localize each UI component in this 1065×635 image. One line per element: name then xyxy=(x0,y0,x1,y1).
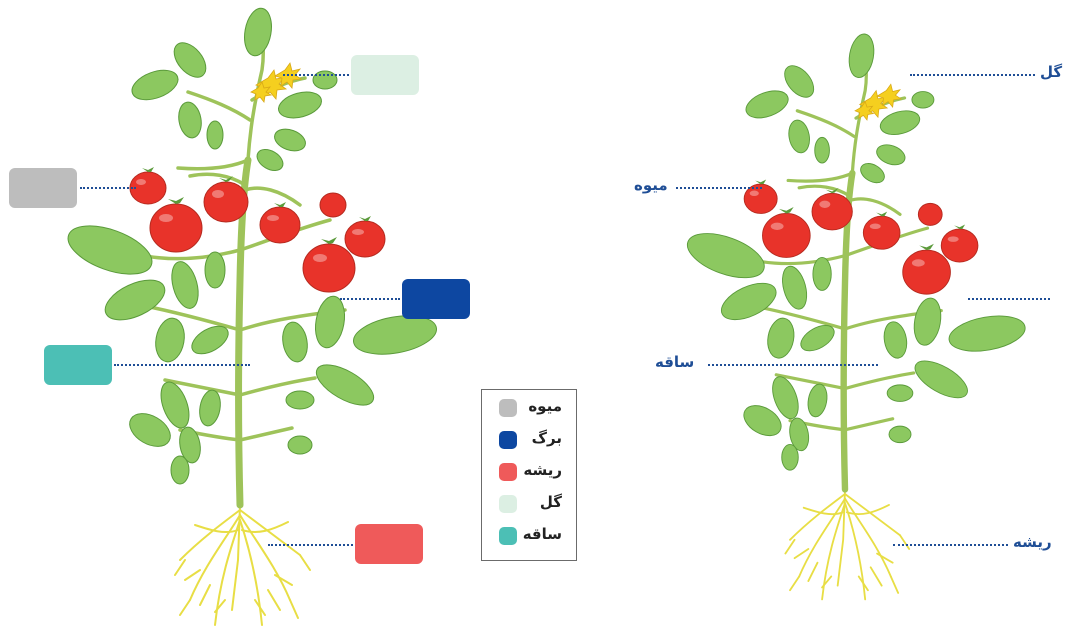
right-root-leader xyxy=(893,544,1008,546)
legend-label: گل xyxy=(540,493,562,511)
fruit-answer-box[interactable] xyxy=(9,168,77,208)
legend-item-fruit: میوه xyxy=(482,395,578,423)
root-leader-line xyxy=(268,544,353,546)
leaf-leader-line xyxy=(340,298,400,300)
legend-item-stem: ساقه xyxy=(482,523,578,551)
legend-swatch xyxy=(499,527,517,545)
flower-leader-line xyxy=(283,74,349,76)
legend-item-root: ریشه xyxy=(482,459,578,487)
right-stem-label: ساقه xyxy=(655,353,694,371)
right-fruit-leader xyxy=(676,187,762,189)
legend-item-flower: گل xyxy=(482,491,578,519)
legend-swatch xyxy=(499,495,517,513)
right-fruit-label: میوه xyxy=(634,176,668,194)
right-stem-leader xyxy=(708,364,878,366)
legend-label: میوه xyxy=(528,397,562,415)
stem-leader-line xyxy=(114,364,250,366)
legend-item-leaf: برگ xyxy=(482,427,578,455)
legend-swatch xyxy=(499,399,517,417)
stem-answer-box[interactable] xyxy=(44,345,112,385)
legend-swatch xyxy=(499,431,517,449)
right-leaf-leader xyxy=(968,298,1050,300)
flower-answer-box[interactable] xyxy=(351,55,419,95)
color-legend: میوه برگ ریشه گل ساقه xyxy=(481,389,577,561)
right-flower-label: گل xyxy=(1040,63,1062,81)
root-answer-box[interactable] xyxy=(355,524,423,564)
legend-label: برگ xyxy=(532,429,562,447)
right-root-label: ریشه xyxy=(1013,533,1052,551)
legend-label: ریشه xyxy=(523,461,562,479)
leaf-answer-box[interactable] xyxy=(402,279,470,319)
legend-label: ساقه xyxy=(523,525,562,543)
legend-swatch xyxy=(499,463,517,481)
right-flower-leader xyxy=(910,74,1035,76)
fruit-leader-line xyxy=(80,187,136,189)
right-tomato-plant xyxy=(625,0,1065,635)
